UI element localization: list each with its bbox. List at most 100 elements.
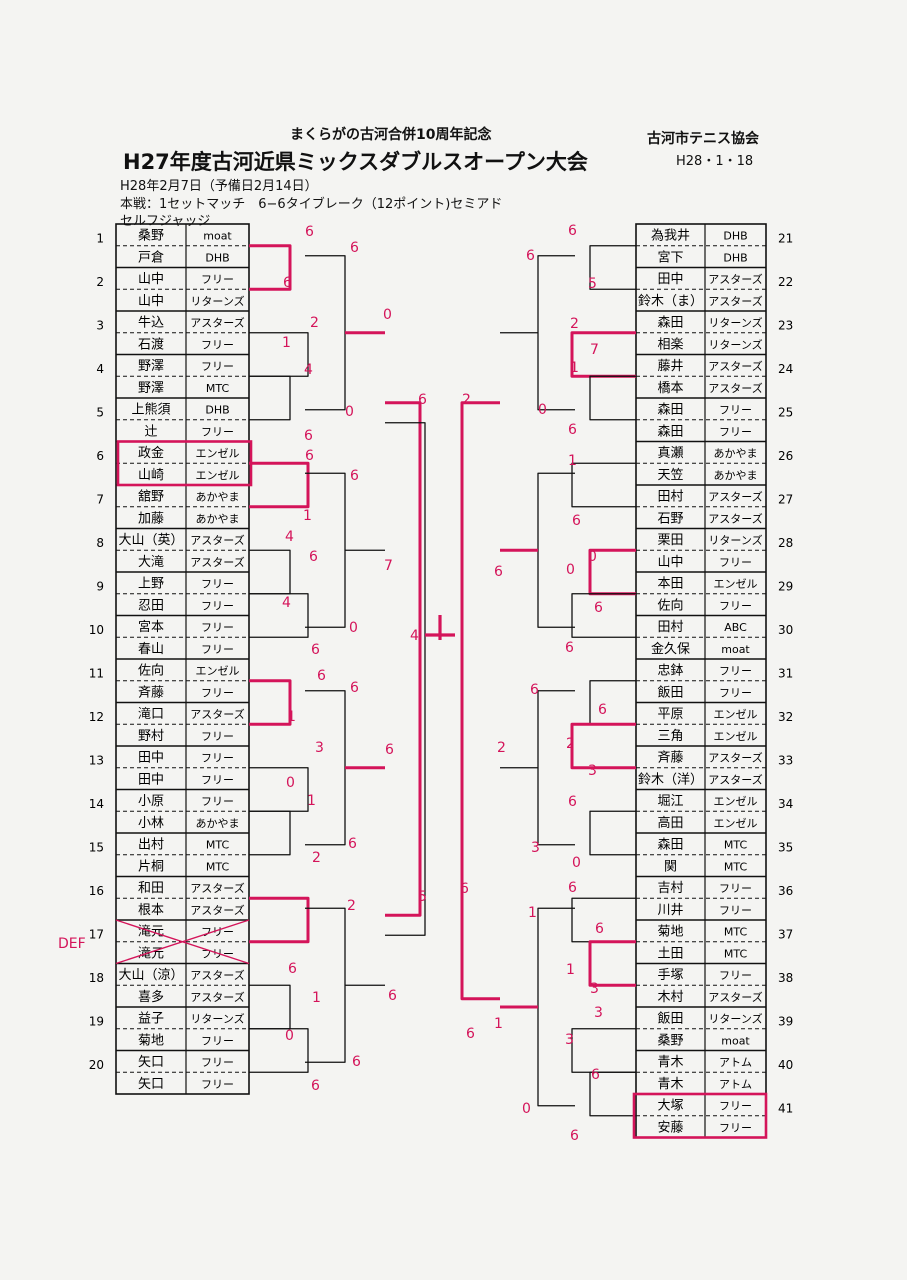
- right-score-mark: 6: [568, 223, 577, 239]
- right-score-mark: 6: [565, 640, 574, 656]
- player-name: 橋本: [657, 381, 683, 396]
- seed-number: 8: [96, 536, 104, 550]
- left-score-mark: 6: [309, 549, 318, 565]
- runner-up-highlight-box: [632, 1092, 768, 1139]
- player-name: 為我井: [651, 228, 690, 244]
- player-name: 小林: [138, 816, 164, 831]
- left-semifinal-connector: [385, 401, 422, 917]
- left-r1-connector: [249, 549, 291, 595]
- right-score-mark: 6: [570, 1128, 579, 1144]
- player-club: アスターズ: [190, 968, 244, 982]
- player-club: アスターズ: [190, 316, 244, 330]
- player-name: 高田: [657, 815, 683, 831]
- player-name: 大山（涼）: [118, 968, 183, 983]
- left-score-mark: 6: [305, 224, 314, 240]
- player-name: 野澤: [138, 359, 164, 374]
- player-name: 桑野: [138, 229, 164, 244]
- left-score-mark: 2: [347, 898, 356, 914]
- left-score-mark: 0: [285, 1028, 294, 1044]
- seed-number: 22: [778, 275, 793, 289]
- player-club: フリー: [719, 686, 752, 699]
- right-r2-connector: [537, 472, 575, 628]
- left-score-mark: 6: [350, 680, 359, 696]
- player-club: DHB: [205, 251, 229, 264]
- player-name: 田中: [657, 272, 683, 287]
- player-club: エンゼル: [714, 730, 758, 743]
- player-name: 牛込: [138, 316, 164, 331]
- left-r1-connector: [249, 332, 309, 377]
- seed-number: 2: [96, 275, 104, 289]
- seed-number: 23: [778, 318, 793, 332]
- player-club: エンゼル: [196, 665, 240, 678]
- left-score-mark: 1: [303, 508, 312, 524]
- right-score-mark: 1: [494, 1016, 503, 1032]
- right-semifinal-connector: [460, 401, 500, 1001]
- left-score-mark: 6: [311, 1078, 320, 1094]
- left-score-mark: 6: [283, 275, 292, 291]
- match-format: 本戦：1セットマッチ 6−6タイブレーク（12ポイント)セミアド: [120, 197, 503, 212]
- player-name: 田中: [138, 772, 164, 787]
- player-name: 出村: [138, 838, 164, 853]
- right-score-mark: 6: [572, 513, 581, 529]
- player-name: 栗田: [657, 533, 683, 548]
- player-club: フリー: [719, 665, 752, 678]
- right-r1-connector: [571, 593, 636, 638]
- player-club: アスターズ: [190, 903, 244, 917]
- player-club: MTC: [206, 860, 230, 873]
- player-name: 宮本: [138, 619, 164, 635]
- def-mark: DEF: [58, 936, 86, 952]
- player-club: エンゼル: [714, 817, 758, 830]
- seed-number: 13: [89, 753, 104, 767]
- player-name: 忍田: [138, 598, 164, 613]
- judge-rule: セルフジャッジ: [120, 214, 211, 229]
- right-score-mark: 6: [466, 1026, 475, 1042]
- right-r1-connector: [589, 245, 636, 290]
- def-strike-line: [115, 919, 250, 965]
- left-score-mark: 0: [383, 307, 392, 323]
- player-name: 野村: [138, 729, 164, 744]
- player-name: 青木: [657, 1077, 683, 1092]
- player-name: 佐向: [657, 597, 683, 613]
- player-name: 真瀬: [657, 446, 683, 461]
- seed-number: 10: [89, 623, 104, 637]
- player-name: 忠鉢: [657, 664, 683, 679]
- player-name: 野澤: [138, 381, 164, 396]
- player-name: 喜多: [138, 989, 164, 1005]
- left-r1-connector: [249, 461, 310, 509]
- player-name: 山中: [138, 294, 164, 309]
- player-name: 手塚: [657, 968, 683, 983]
- player-club: DHB: [723, 251, 747, 264]
- player-club: リターンズ: [190, 1012, 244, 1026]
- right-score-mark: 6: [494, 564, 503, 580]
- player-club: フリー: [201, 773, 234, 786]
- seed-number: 3: [96, 318, 104, 332]
- right-r1-connector: [571, 897, 636, 943]
- player-club: リターンズ: [708, 337, 762, 351]
- winner-highlight-box: [116, 440, 253, 487]
- organizer: 古河市テニス協会: [647, 131, 759, 147]
- right-score-mark: 6: [530, 682, 539, 698]
- right-score-mark: 3: [588, 763, 597, 779]
- player-club: エンゼル: [714, 578, 758, 591]
- seed-number: 24: [778, 362, 793, 376]
- right-score-mark: 0: [538, 402, 547, 418]
- player-club: アスターズ: [708, 751, 762, 765]
- left-score-mark: 0: [349, 620, 358, 636]
- player-name: 益子: [138, 1012, 164, 1027]
- right-score-mark: 3: [531, 840, 540, 856]
- player-club: フリー: [201, 1078, 234, 1091]
- player-name: 吉村: [657, 881, 683, 896]
- player-name: 上野: [138, 577, 164, 592]
- left-r1-connector: [249, 375, 291, 421]
- player-club: フリー: [719, 1100, 752, 1113]
- player-name: 田中: [138, 751, 164, 766]
- left-score-mark: 1: [287, 709, 296, 725]
- right-score-mark: 1: [568, 453, 577, 469]
- left-score-mark: 6: [388, 988, 397, 1004]
- player-club: フリー: [719, 1121, 752, 1134]
- right-score-mark: 0: [522, 1101, 531, 1117]
- player-name: 政金: [138, 445, 164, 461]
- player-club: あかやま: [196, 491, 240, 504]
- seed-number: 19: [89, 1014, 104, 1028]
- left-r1-connector: [249, 896, 310, 944]
